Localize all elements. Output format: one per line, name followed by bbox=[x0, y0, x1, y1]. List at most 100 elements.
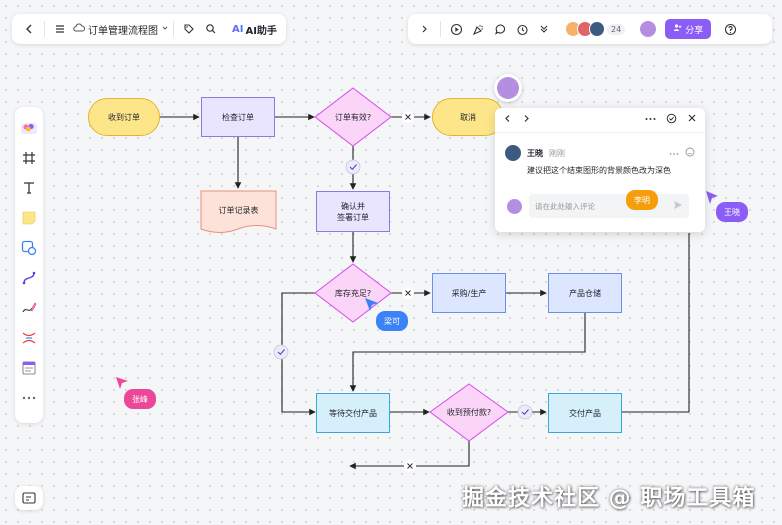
ai-assistant-button[interactable]: AI AI助手 bbox=[232, 22, 277, 37]
node-label-line2: 签署订单 bbox=[337, 212, 369, 222]
decision-in-stock bbox=[314, 263, 392, 323]
mindmap-icon[interactable] bbox=[18, 323, 40, 353]
node-label-line1: 确认并 bbox=[341, 201, 365, 211]
more-icon[interactable] bbox=[18, 383, 40, 413]
ai-assistant-label: AI助手 bbox=[245, 25, 277, 37]
avatar bbox=[497, 77, 519, 99]
search-icon[interactable] bbox=[200, 18, 222, 40]
cursor-tag-liangke: 梁可 bbox=[376, 311, 408, 331]
cursor-tag-liming: 李明 bbox=[626, 190, 658, 210]
document-title[interactable]: 订单管理流程图 bbox=[73, 22, 169, 37]
node-deliver[interactable]: 交付产品 bbox=[548, 393, 622, 433]
divider bbox=[44, 21, 45, 37]
map-icon bbox=[22, 489, 36, 508]
template-icon[interactable] bbox=[18, 113, 40, 143]
share-label: 分享 bbox=[685, 25, 704, 36]
node-purchase[interactable]: 采购/生产 bbox=[432, 273, 506, 313]
comment-panel-header bbox=[495, 108, 705, 132]
text-icon[interactable] bbox=[18, 173, 40, 203]
node-confirm-sign[interactable]: 确认并 签署订单 bbox=[316, 191, 390, 232]
decision-prepaid bbox=[429, 383, 509, 442]
collapse-icon[interactable] bbox=[414, 18, 436, 40]
cursor-tag-wangxiao: 王晓 bbox=[716, 202, 748, 222]
timer-icon[interactable] bbox=[511, 18, 533, 40]
left-toolbar bbox=[15, 107, 43, 423]
node-check-order[interactable]: 检查订单 bbox=[201, 97, 275, 137]
menu-icon[interactable] bbox=[49, 18, 71, 40]
add-user-icon bbox=[673, 23, 682, 35]
top-left-toolbar: 订单管理流程图 AI AI助手 bbox=[12, 14, 286, 44]
avatar bbox=[589, 21, 605, 37]
frame-icon[interactable] bbox=[18, 143, 40, 173]
yes-marker bbox=[517, 404, 533, 420]
close-icon[interactable] bbox=[687, 113, 697, 127]
share-button[interactable]: 分享 bbox=[665, 19, 712, 39]
decision-order-valid bbox=[314, 87, 392, 147]
yes-marker bbox=[345, 159, 361, 175]
help-icon[interactable] bbox=[719, 18, 741, 40]
node-label: 等待交付产品 bbox=[329, 408, 377, 418]
node-warehouse[interactable]: 产品仓储 bbox=[548, 273, 622, 313]
decision-label-in-stock: 库存充足? bbox=[334, 288, 372, 298]
back-icon[interactable] bbox=[18, 18, 40, 40]
divider bbox=[440, 21, 441, 37]
avatar bbox=[507, 199, 522, 214]
comment-icon[interactable] bbox=[489, 18, 511, 40]
node-label: 收到订单 bbox=[108, 112, 140, 122]
comment-author-row: 王晓 刚刚 bbox=[495, 133, 705, 161]
shape-icon[interactable] bbox=[18, 233, 40, 263]
document-shape-record bbox=[200, 190, 277, 233]
comment-panel: 王晓 刚刚 建议把这个结束图形的背景颜色改为深色 请在此处输入评论 bbox=[495, 108, 705, 232]
comment-input[interactable]: 请在此处输入评论 bbox=[529, 194, 689, 218]
play-icon[interactable] bbox=[445, 18, 467, 40]
node-label: 采购/生产 bbox=[451, 288, 487, 298]
no-marker bbox=[402, 111, 414, 123]
chevron-down-icon bbox=[161, 24, 169, 35]
node-label: 取消 bbox=[460, 112, 476, 122]
node-receive-order[interactable]: 收到订单 bbox=[88, 98, 160, 136]
next-comment-icon[interactable] bbox=[522, 114, 531, 126]
node-cancel[interactable]: 取消 bbox=[432, 98, 504, 136]
ai-assistant-icon: AI bbox=[232, 23, 244, 35]
edge-deliver-cancel bbox=[621, 233, 690, 413]
edge-warehouse-wait bbox=[349, 313, 586, 392]
document-title-text: 订单管理流程图 bbox=[88, 25, 158, 37]
cloud-icon bbox=[73, 23, 85, 36]
more-icon[interactable] bbox=[669, 149, 679, 158]
node-label: 交付产品 bbox=[569, 408, 601, 418]
send-icon[interactable] bbox=[673, 200, 683, 212]
connector-icon[interactable] bbox=[18, 263, 40, 293]
decision-label-prepaid: 收到预付款? bbox=[446, 407, 492, 417]
cursor-arrow-icon bbox=[116, 377, 128, 389]
cursor-arrow-icon bbox=[365, 298, 378, 311]
comment-input-placeholder: 请在此处输入评论 bbox=[535, 201, 595, 211]
edge-prepaid-back bbox=[349, 441, 470, 470]
node-wait-deliver[interactable]: 等待交付产品 bbox=[316, 393, 390, 433]
resolve-icon[interactable] bbox=[666, 113, 677, 127]
table-icon[interactable] bbox=[18, 353, 40, 383]
prev-comment-icon[interactable] bbox=[503, 114, 512, 126]
comment-anchor-avatar[interactable] bbox=[494, 74, 522, 102]
user-avatar[interactable] bbox=[639, 20, 658, 38]
node-label: 检查订单 bbox=[222, 112, 254, 122]
pen-icon[interactable] bbox=[18, 293, 40, 323]
celebrate-icon[interactable] bbox=[467, 18, 489, 40]
tag-icon[interactable] bbox=[178, 18, 200, 40]
more-icon[interactable] bbox=[645, 113, 656, 127]
top-right-toolbar: 24 分享 bbox=[408, 14, 772, 44]
avatar bbox=[505, 145, 521, 161]
comment-time: 刚刚 bbox=[549, 148, 565, 158]
collaborator-avatars[interactable]: 24 bbox=[565, 21, 626, 37]
node-order-record[interactable]: 订单记录表 bbox=[201, 195, 276, 225]
expand-more-icon[interactable] bbox=[533, 18, 555, 40]
decision-label-order-valid: 订单有效? bbox=[334, 112, 372, 122]
no-marker bbox=[404, 460, 416, 472]
cursor-arrow-icon bbox=[706, 191, 718, 204]
minimap-button[interactable] bbox=[15, 486, 43, 510]
sticky-note-icon[interactable] bbox=[18, 203, 40, 233]
divider bbox=[173, 21, 174, 37]
divider bbox=[495, 132, 705, 133]
node-label: 订单记录表 bbox=[218, 205, 259, 215]
emoji-icon[interactable] bbox=[685, 147, 695, 159]
